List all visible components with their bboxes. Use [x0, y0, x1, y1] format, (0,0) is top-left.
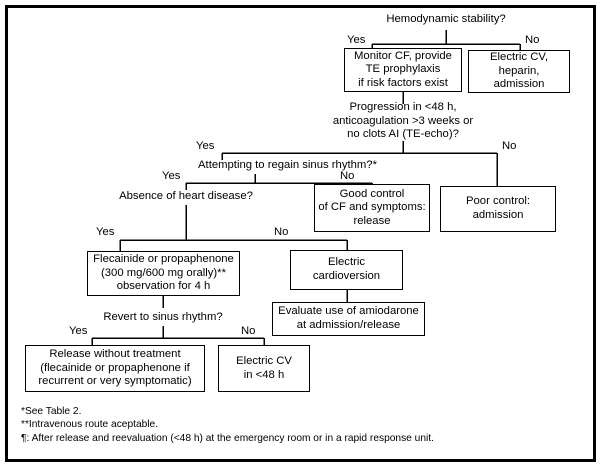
box-evaluate-amiodarone[interactable]: Evaluate use of amiodarone at admission/… [272, 302, 425, 336]
edge-label-q1-no: No [525, 34, 540, 46]
box-good-control[interactable]: Good control of CF and symptoms: release [314, 184, 430, 232]
edge-label-q2-yes: Yes [196, 140, 215, 152]
question-regain-sinus-rhythm: Attempting to regain sinus rhythm?* [198, 159, 377, 171]
box-flecainide-propaphenone[interactable]: Flecainide or propaphenone (300 mg/600 m… [87, 251, 240, 296]
outer-border [5, 5, 596, 462]
question-absence-heart-disease: Absence of heart disease? [119, 190, 253, 202]
box-electric-cardioversion[interactable]: Electric cardioversion [290, 250, 403, 290]
footnotes: *See Table 2. **Intravenous route acepta… [21, 405, 571, 445]
edge-label-q2-no: No [502, 140, 517, 152]
box-release-without-treatment[interactable]: Release without treatment (flecainide or… [25, 345, 205, 392]
question-hemodynamic-stability: Hemodynamic stability? [386, 13, 506, 25]
box-poor-control[interactable]: Poor control: admission [440, 186, 556, 232]
footnote-after-release: ¶: After release and reevaluation (<48 h… [21, 432, 434, 444]
edge-label-q3-yes: Yes [162, 170, 181, 182]
edge-label-q3-no: No [340, 170, 355, 182]
edge-label-q5-yes: Yes [69, 325, 88, 337]
footnote-see-table: *See Table 2. [21, 406, 82, 417]
question-progression: Progression in <48 h, anticoagulation >3… [332, 101, 474, 141]
edge-label-q1-yes: Yes [347, 34, 366, 46]
box-electric-cv-48h[interactable]: Electric CV in <48 h [218, 345, 310, 392]
footnote-intravenous: **Intravenous route aceptable. [21, 419, 159, 431]
edge-label-q4-no: No [274, 226, 289, 238]
box-monitor-cf[interactable]: Monitor CF, provide TE prophylaxis if ri… [344, 48, 462, 92]
question-revert-sinus-rhythm: Revert to sinus rhythm? [103, 311, 223, 323]
box-electric-cv-heparin-admission[interactable]: Electric CV, heparin, admission [468, 50, 570, 93]
edge-label-q4-yes: Yes [96, 226, 115, 238]
edge-label-q5-no: No [241, 325, 256, 337]
